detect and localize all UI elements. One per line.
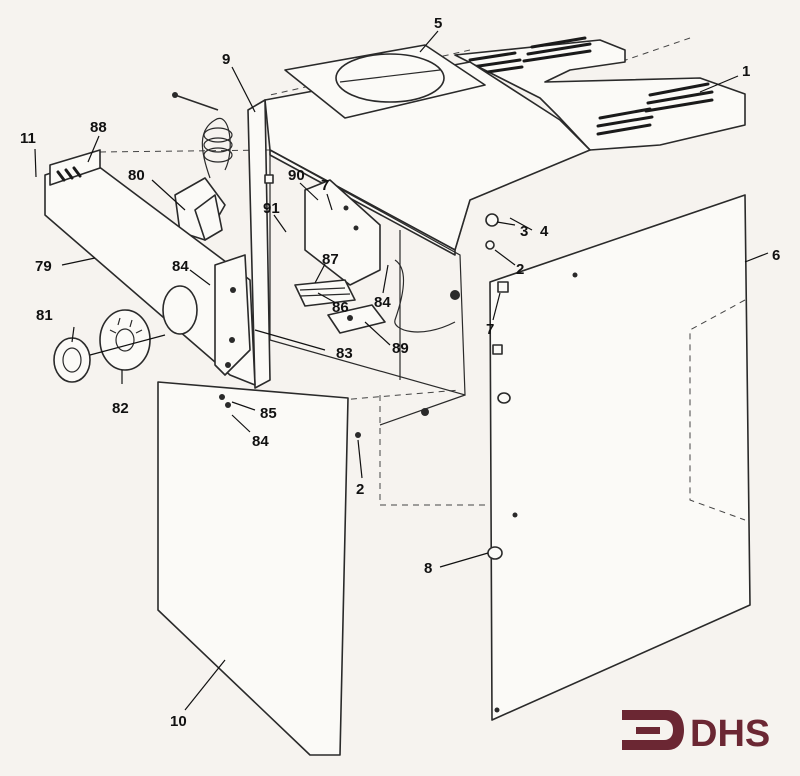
leader-lines bbox=[34, 30, 769, 711]
callout-9: 9 bbox=[222, 51, 230, 68]
burner-assembly bbox=[294, 259, 456, 334]
callout-labels: 1 5 9 11 88 80 90 7 91 79 84 87 86 84 81… bbox=[20, 15, 780, 730]
callout-87: 87 bbox=[322, 251, 339, 268]
right-side-panel bbox=[489, 194, 751, 721]
callout-7-upper: 7 bbox=[321, 177, 329, 194]
callout-80: 80 bbox=[128, 167, 145, 184]
callout-83: 83 bbox=[336, 345, 353, 362]
temperature-dial bbox=[99, 309, 151, 371]
flue-collar-plate bbox=[284, 44, 486, 119]
callout-81: 81 bbox=[36, 307, 53, 324]
callout-79: 79 bbox=[35, 258, 52, 275]
logo-mark-bar bbox=[636, 727, 660, 734]
callout-10: 10 bbox=[170, 713, 187, 730]
callout-7-right: 7 bbox=[486, 321, 494, 338]
callout-4: 4 bbox=[540, 223, 549, 240]
callout-1: 1 bbox=[742, 63, 750, 80]
callout-86: 86 bbox=[332, 299, 349, 316]
back-top-panel bbox=[454, 36, 746, 151]
control-box bbox=[172, 92, 233, 241]
dhs-logo: DHS bbox=[622, 710, 770, 755]
callout-6: 6 bbox=[772, 247, 780, 264]
vent-grille-lower bbox=[596, 82, 714, 136]
callout-89: 89 bbox=[392, 340, 409, 357]
front-control-panel bbox=[44, 149, 256, 386]
valve-bracket bbox=[304, 179, 381, 286]
callout-5: 5 bbox=[434, 15, 442, 32]
callout-3: 3 bbox=[520, 223, 528, 240]
callout-2-upper: 2 bbox=[516, 261, 524, 278]
callout-11: 11 bbox=[20, 130, 36, 147]
callout-90: 90 bbox=[288, 167, 305, 184]
callout-84-mid: 84 bbox=[374, 294, 391, 311]
callout-84-lower: 84 bbox=[252, 433, 269, 450]
callout-82: 82 bbox=[112, 400, 129, 417]
callout-84-upper: 84 bbox=[172, 258, 189, 275]
left-side-panel bbox=[157, 381, 349, 756]
callout-91: 91 bbox=[263, 200, 280, 217]
callout-8: 8 bbox=[424, 560, 432, 577]
callout-88: 88 bbox=[90, 119, 107, 136]
logo-text: DHS bbox=[690, 713, 770, 755]
callout-85: 85 bbox=[260, 405, 277, 422]
logo-mark-icon bbox=[622, 710, 684, 750]
callout-2-lower: 2 bbox=[356, 481, 364, 498]
